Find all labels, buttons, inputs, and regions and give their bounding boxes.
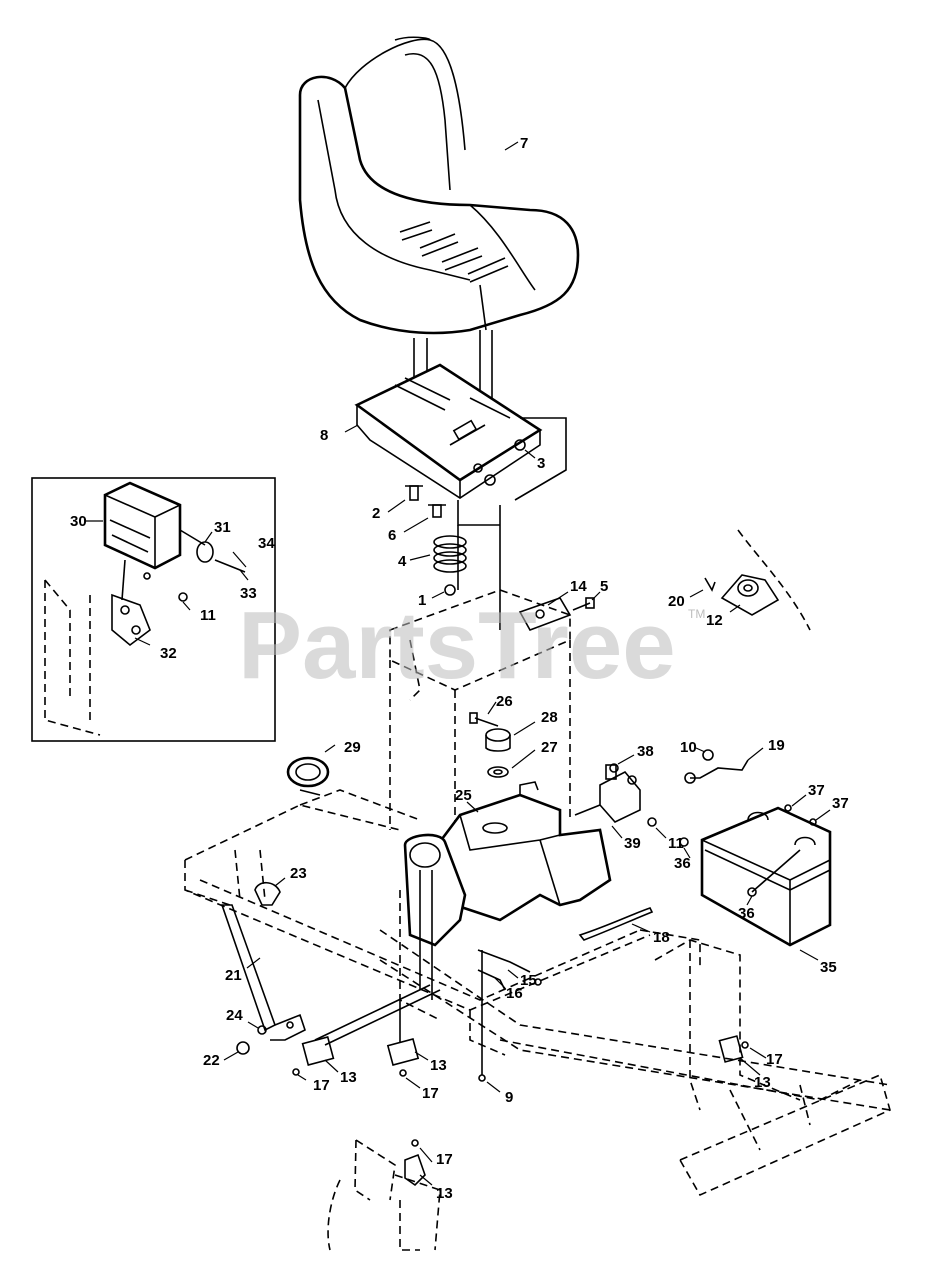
callout-32: 32	[160, 645, 177, 662]
bolt-6[interactable]	[428, 504, 446, 518]
callout-1: 1	[418, 592, 426, 609]
callout-29: 29	[344, 739, 361, 756]
callout-24: 24	[226, 1007, 243, 1024]
callout-13b: 13	[430, 1057, 447, 1074]
callout-labels: 7 8 3 2 6 4 1 14 5 20 12 30 31 34 33 11 …	[70, 135, 849, 1202]
bolt-9[interactable]	[478, 950, 486, 1082]
seat-slots	[399, 221, 509, 283]
callout-13a: 13	[340, 1069, 357, 1086]
callout-4: 4	[398, 553, 407, 570]
callout-27: 27	[541, 739, 558, 756]
nut-37b[interactable]	[809, 818, 817, 826]
bolt-2[interactable]	[405, 485, 423, 501]
watermark: PartsTree	[238, 592, 676, 699]
callout-38: 38	[637, 743, 654, 760]
callout-17a: 17	[313, 1077, 330, 1094]
inset-detail	[31, 477, 276, 742]
callout-13d: 13	[436, 1185, 453, 1202]
nut-1[interactable]	[444, 584, 456, 596]
callout-17d: 17	[436, 1151, 453, 1168]
callout-8: 8	[320, 427, 328, 444]
nut-3[interactable]	[473, 439, 526, 486]
callout-33: 33	[240, 585, 257, 602]
callout-9: 9	[505, 1089, 513, 1106]
bolt-26[interactable]	[469, 712, 499, 727]
callout-25: 25	[455, 787, 472, 804]
callout-34: 34	[258, 535, 275, 552]
callout-7: 7	[520, 135, 528, 152]
nut-11[interactable]	[647, 817, 657, 827]
bracket-15[interactable]	[477, 949, 542, 986]
filler-neck[interactable]	[403, 833, 467, 1000]
clip-20[interactable]	[704, 577, 716, 592]
callout-37b: 37	[832, 795, 849, 812]
seat[interactable]	[298, 36, 580, 335]
callout-16: 16	[506, 985, 523, 1002]
bumper-13b[interactable]	[386, 1037, 420, 1067]
washer-24[interactable]	[257, 1025, 267, 1035]
callout-6: 6	[388, 527, 396, 544]
lever-18[interactable]	[578, 907, 654, 941]
nut-22[interactable]	[236, 1041, 250, 1055]
watermark-trademark: TM	[688, 607, 705, 621]
callout-18: 18	[653, 929, 670, 946]
callout-26: 26	[496, 693, 513, 710]
nut-38[interactable]	[609, 763, 637, 785]
callout-3: 3	[537, 455, 545, 472]
callout-39: 39	[624, 835, 641, 852]
callout-23: 23	[290, 865, 307, 882]
lever-21[interactable]	[220, 904, 306, 1041]
grommet-27[interactable]	[487, 766, 509, 778]
nut-11-inset[interactable]	[178, 592, 188, 602]
callout-11: 11	[668, 835, 684, 852]
callout-17c: 17	[766, 1051, 783, 1068]
callout-22: 22	[203, 1052, 220, 1069]
callout-30: 30	[70, 513, 87, 530]
callout-11-inset: 11	[200, 607, 216, 624]
bumper-13c[interactable]	[718, 1035, 744, 1063]
bolt-36a[interactable]	[679, 837, 689, 847]
callout-15: 15	[520, 972, 537, 989]
callout-28: 28	[541, 709, 558, 726]
screw-17a[interactable]	[292, 1068, 300, 1076]
bracket-14[interactable]	[518, 597, 572, 631]
callout-36a: 36	[674, 855, 691, 872]
bottom-detail	[327, 1139, 441, 1251]
knob-23[interactable]	[254, 881, 281, 906]
callout-12: 12	[706, 612, 723, 629]
bolt-5[interactable]	[572, 597, 595, 611]
callout-14: 14	[570, 578, 587, 595]
callout-2: 2	[372, 505, 380, 522]
nut-37a[interactable]	[784, 804, 792, 812]
gas-cap-29[interactable]	[286, 756, 330, 796]
callout-31: 31	[214, 519, 231, 536]
rod-19[interactable]	[684, 759, 749, 784]
callout-19: 19	[768, 737, 785, 754]
callout-17b: 17	[422, 1085, 439, 1102]
solenoid-39[interactable]	[599, 764, 641, 823]
seat-pan[interactable]	[354, 363, 543, 499]
battery[interactable]	[700, 806, 832, 947]
bumper-13a[interactable]	[301, 1036, 335, 1066]
callout-13c: 13	[754, 1074, 771, 1091]
solenoid-30[interactable]	[103, 481, 182, 570]
callout-20: 20	[668, 593, 685, 610]
callout-5: 5	[600, 578, 608, 595]
bolt-10[interactable]	[702, 749, 714, 761]
bumper-12[interactable]	[720, 574, 780, 616]
callout-10: 10	[680, 739, 697, 756]
bracket-32[interactable]	[111, 593, 151, 647]
callout-21: 21	[225, 967, 242, 984]
fuel-cap-28[interactable]	[485, 728, 511, 752]
screw-17b[interactable]	[399, 1069, 407, 1077]
callout-37a: 37	[808, 782, 825, 799]
screw-17c[interactable]	[741, 1041, 749, 1049]
spring[interactable]	[433, 535, 467, 573]
callout-35: 35	[820, 959, 837, 976]
callout-36b: 36	[738, 905, 755, 922]
